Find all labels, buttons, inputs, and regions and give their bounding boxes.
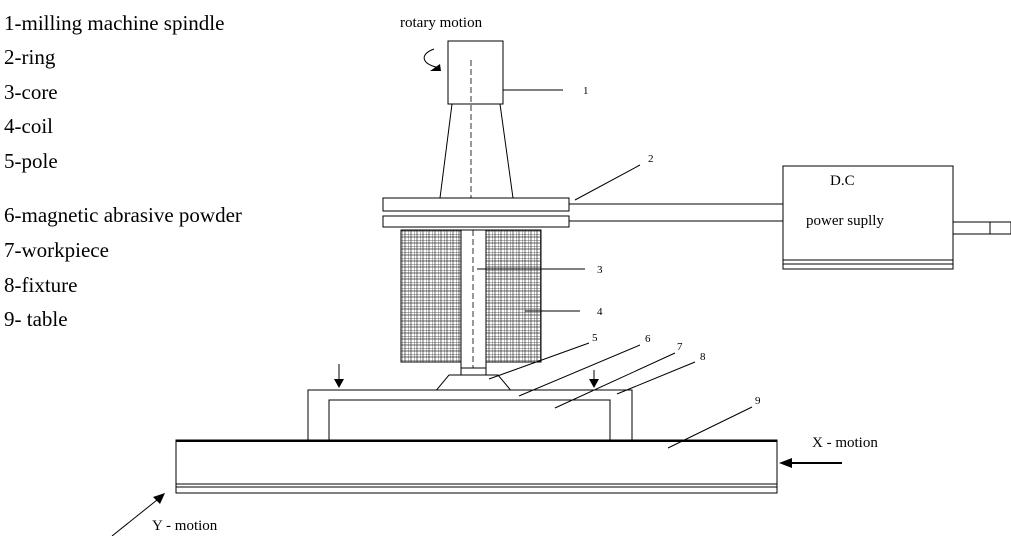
power-wires xyxy=(583,203,783,222)
rotary-arrow-icon xyxy=(423,48,441,69)
x-motion-arrow-icon xyxy=(779,458,792,468)
part-number: 2 xyxy=(648,153,654,165)
dc-label: D.C xyxy=(830,173,855,189)
part-number: 6 xyxy=(645,333,651,345)
legend-item: 9- table xyxy=(4,307,68,331)
x-motion-indicator: X - motion xyxy=(779,435,878,468)
pole xyxy=(432,368,515,394)
x-motion-label: X - motion xyxy=(812,435,878,451)
part-number: 1 xyxy=(583,85,589,97)
part-callouts: 1 2 3 4 5 6 7 8 9 xyxy=(477,85,761,449)
y-motion-label: Y - motion xyxy=(152,518,218,534)
rings xyxy=(382,197,583,228)
y-motion-arrow-icon xyxy=(153,493,165,504)
legend-item: 1-milling machine spindle xyxy=(4,11,224,35)
part-number: 9 xyxy=(755,395,761,407)
part-number: 4 xyxy=(597,306,603,318)
legend-item: 6-magnetic abrasive powder xyxy=(4,203,242,227)
legend-item: 7-workpiece xyxy=(4,238,109,262)
legend-item: 3-core xyxy=(4,80,58,104)
spindle xyxy=(439,40,514,200)
power-supply-label: power suplly xyxy=(806,213,884,229)
legend-item: 4-coil xyxy=(4,114,53,138)
part-number: 8 xyxy=(700,351,706,363)
legend-item: 8-fixture xyxy=(4,273,77,297)
part-number: 5 xyxy=(592,332,598,344)
core xyxy=(460,229,487,369)
table xyxy=(175,439,778,494)
part-number: 3 xyxy=(597,264,603,276)
y-motion-indicator: Y - motion xyxy=(111,493,218,536)
part-number: 7 xyxy=(677,341,683,353)
legend-item: 2-ring xyxy=(4,45,56,69)
legend: 1-milling machine spindle 2-ring 3-core … xyxy=(4,11,242,331)
rotary-motion-label: rotary motion xyxy=(400,15,483,31)
legend-item: 5-pole xyxy=(4,149,58,173)
dc-power-supply: D.C power suplly xyxy=(782,165,1011,270)
fixture xyxy=(307,364,633,441)
